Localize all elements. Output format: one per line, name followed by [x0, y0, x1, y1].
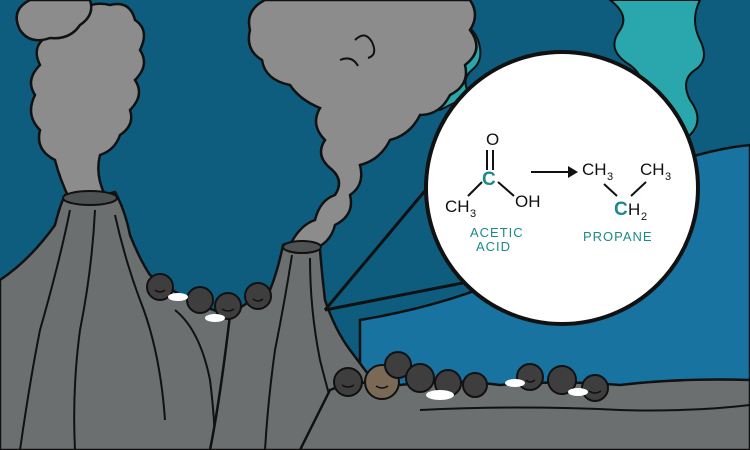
group-oh: OH	[515, 192, 541, 211]
vent-crack-left-1	[19, 209, 71, 450]
smoke-plume-center	[247, 0, 478, 252]
atom-c-product: C	[614, 199, 628, 220]
microbe-cluster-floor	[333, 351, 609, 402]
atom-o-top: O	[486, 130, 499, 149]
product-propane: CH 3 CH 3 C H 2 PROPANE	[582, 160, 671, 244]
caption-acetic: ACETIC	[470, 225, 524, 240]
subscript-3-right: 3	[665, 171, 671, 183]
microbe-foam	[568, 388, 588, 396]
smoke-plume-left	[29, 2, 146, 202]
smiling-microbe-icon	[547, 365, 577, 395]
smiling-microbe-icon	[214, 292, 242, 320]
smoke-swirl-1	[354, 34, 376, 59]
callout-line-bottom	[324, 278, 479, 312]
smiling-microbe-icon	[384, 351, 412, 379]
smiling-microbe-icon	[405, 363, 435, 393]
microbe-foam	[426, 390, 454, 400]
vent-opening-left	[62, 190, 118, 206]
microbe-smile	[525, 379, 536, 383]
microbe-foam	[505, 379, 525, 387]
bond-left-c	[603, 183, 618, 197]
reactant-acetic-acid: O C OH CH 3 ACETIC ACID	[445, 130, 541, 254]
bond-c-oh	[497, 181, 515, 197]
group-ch3-reactant: CH	[445, 197, 470, 216]
microbe-foam	[205, 314, 225, 322]
microbe-smile	[341, 384, 355, 388]
microbe-smile	[252, 298, 264, 302]
group-h-product: H	[628, 200, 640, 219]
caption-acid: ACID	[476, 239, 511, 254]
subscript-2-product: 2	[641, 211, 647, 223]
smiling-microbe-icon	[244, 282, 272, 310]
caption-propane: PROPANE	[583, 229, 653, 244]
microbe-smile	[221, 308, 235, 312]
microbe-smile	[154, 289, 166, 293]
smiling-microbe-icon	[581, 374, 609, 402]
arrow-head	[568, 166, 578, 178]
right-arrow-icon	[531, 166, 578, 178]
vent-crack-left-3	[114, 214, 166, 421]
zoom-callout-icon	[424, 50, 700, 326]
smiling-microbe-icon	[186, 286, 214, 314]
bond-c-ch3	[467, 181, 483, 197]
group-ch3-right: CH	[640, 160, 665, 179]
subscript-3-reactant: 3	[470, 208, 476, 220]
smiling-microbe-icon	[146, 273, 174, 301]
vent-crack-left-2	[73, 209, 96, 450]
microbe-smile	[588, 390, 602, 394]
smiling-microbe-icon	[333, 367, 363, 397]
subscript-3-left: 3	[607, 171, 613, 183]
smoke-swirl-2	[339, 57, 359, 67]
vent-crack-center-1	[264, 254, 293, 450]
smiling-microbe-icon	[462, 372, 488, 398]
smoke-plume-left-top	[15, 0, 93, 42]
sea-floor-ridge	[419, 404, 750, 412]
group-ch3-left: CH	[582, 160, 607, 179]
microbe-smile	[375, 385, 389, 389]
vent-opening-center	[282, 240, 322, 254]
bond-c-right	[630, 181, 647, 197]
microbe-foam	[168, 293, 188, 301]
microbe-cluster-left	[146, 273, 272, 322]
atom-c-reactant: C	[482, 169, 496, 190]
